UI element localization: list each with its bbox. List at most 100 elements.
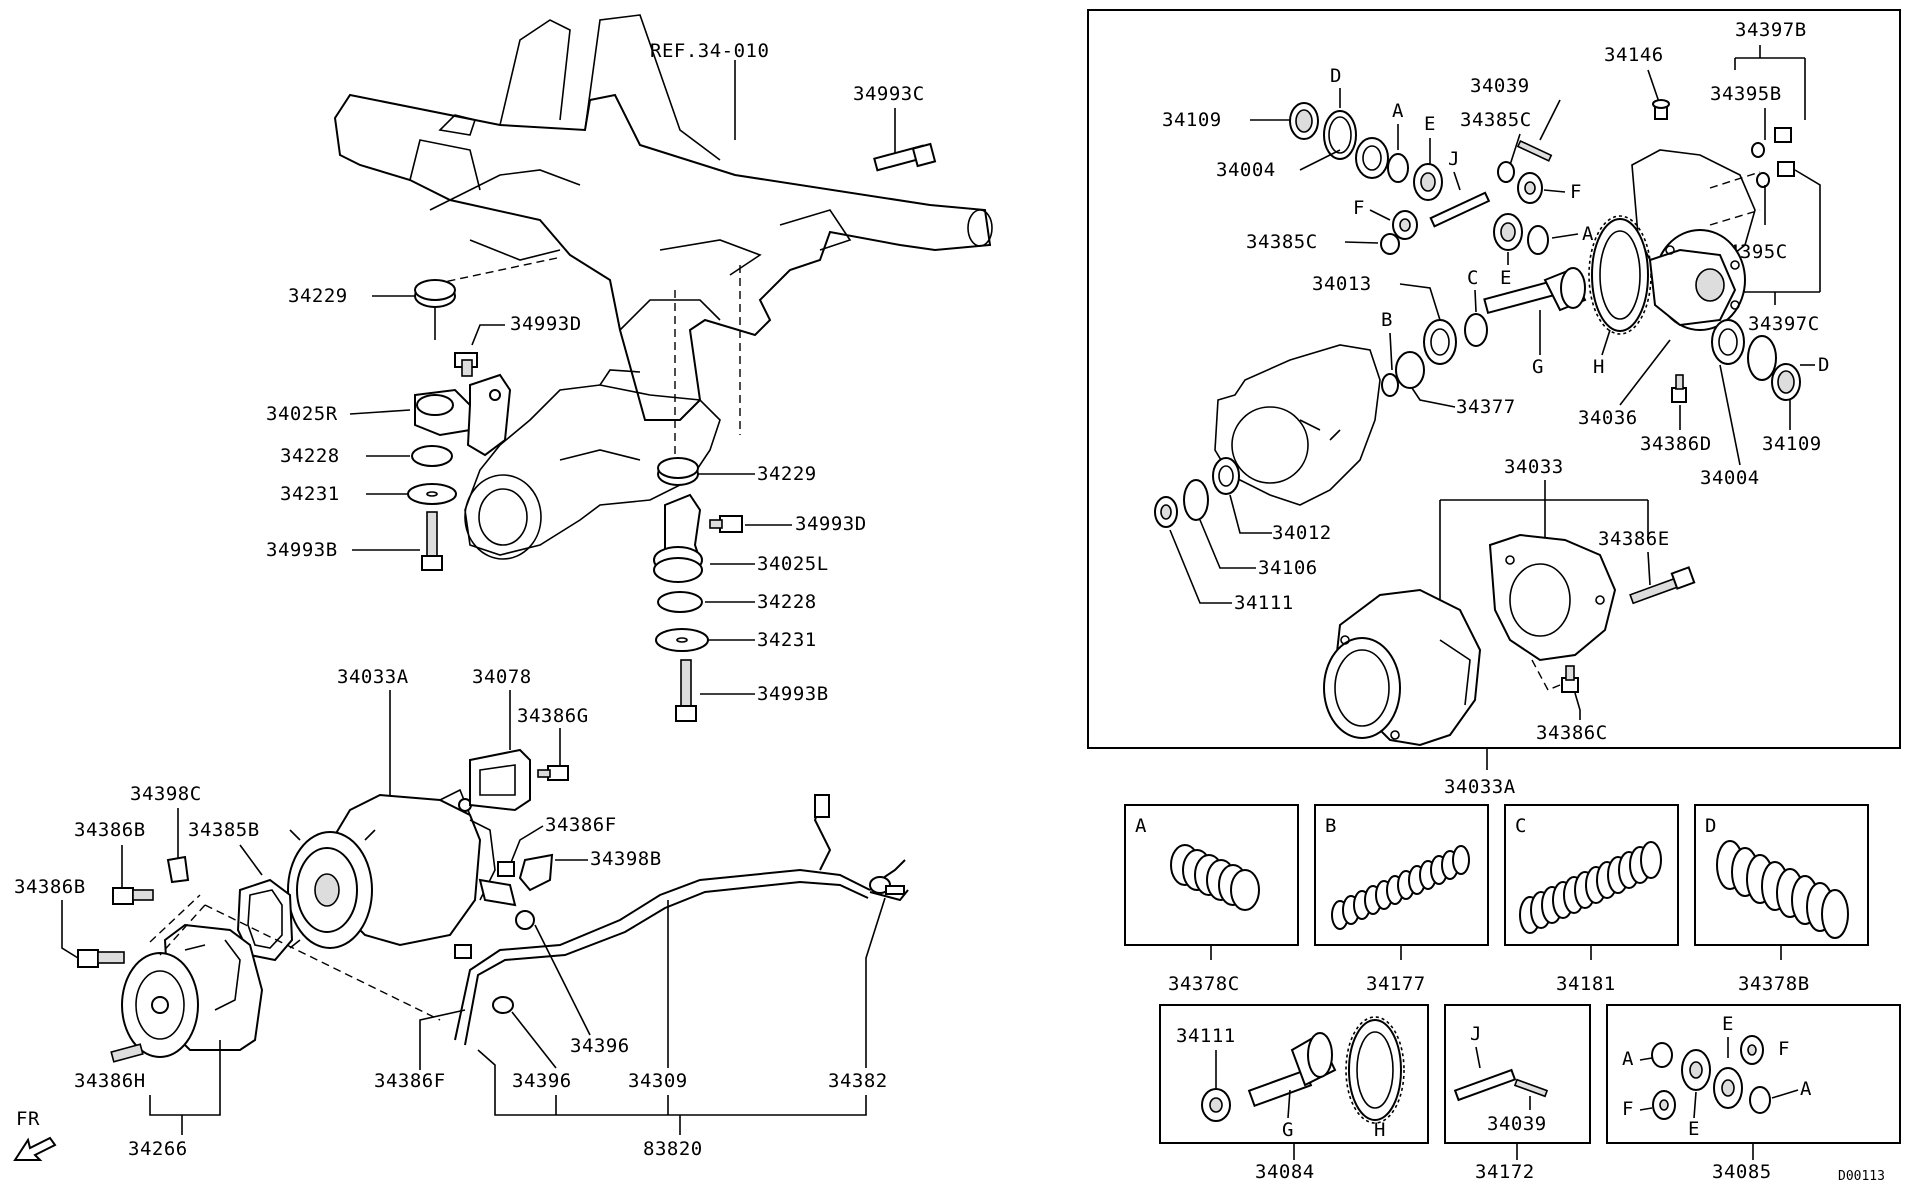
letter-C-a: C	[1467, 267, 1479, 289]
kit-34172-inner-label: 34039	[1487, 1113, 1547, 1135]
shim-stack-B-icon	[1331, 845, 1470, 930]
letter-D-b: D	[1818, 354, 1830, 376]
vent-34146-icon	[1652, 99, 1670, 120]
bolt-34386E-icon	[1629, 566, 1696, 605]
label-34109-a: 34109	[1162, 109, 1222, 131]
label-34012: 34012	[1272, 522, 1332, 544]
kit-34084-inner-label: 34111	[1176, 1025, 1236, 1047]
washer-A-kit-2-icon	[1749, 1086, 1771, 1114]
shim-box-D-letter: D	[1705, 815, 1717, 837]
seal-34109-a-icon	[1289, 102, 1319, 140]
stud-34386H-icon	[110, 1043, 144, 1063]
label-34111: 34111	[1234, 592, 1294, 614]
plug-34395C-icon	[1756, 161, 1795, 188]
carrier-housing-rear-icon	[1488, 533, 1617, 662]
label-34039: 34039	[1470, 75, 1530, 97]
label-34229-a: 34229	[288, 285, 348, 307]
washer-34385C-a-icon	[1380, 233, 1400, 255]
diff-carrier-34033A-icon	[287, 788, 496, 949]
bearing-34013-icon	[1423, 319, 1457, 365]
spacer-34106-icon	[1183, 479, 1209, 521]
bolt-34386C-icon	[1561, 665, 1579, 693]
bolt-34386F-b-icon	[454, 944, 472, 959]
shaft-J-kit-icon	[1453, 1068, 1517, 1102]
kit-34084-letter-H: H	[1374, 1119, 1386, 1141]
pin-34039-icon	[1516, 139, 1553, 162]
shim-box-C-letter: C	[1515, 815, 1527, 837]
shim-box-A: A 34378C	[1124, 804, 1299, 995]
front-arrow-icon	[13, 1136, 57, 1161]
clamp-34398B-icon	[478, 853, 554, 907]
kit-34085-part: 34085	[1712, 1161, 1772, 1183]
orientation-fr-label: FR	[16, 1108, 40, 1130]
label-34993B-b: 34993B	[757, 683, 829, 705]
label-34385B: 34385B	[188, 819, 260, 841]
shim-stack-D-icon	[1716, 840, 1849, 939]
shim-stack-A-icon	[1170, 844, 1260, 911]
kit-34084-letter-G: G	[1282, 1119, 1294, 1141]
label-34228-b: 34228	[757, 591, 817, 613]
pinion-F-a-icon	[1392, 210, 1418, 240]
washer-34385C-b-icon	[1497, 161, 1515, 183]
label-34013: 34013	[1312, 273, 1372, 295]
label-34993B-a: 34993B	[266, 539, 338, 561]
label-34033: 34033	[1504, 456, 1564, 478]
label-34398B: 34398B	[590, 848, 662, 870]
shim-D-a-icon	[1323, 110, 1357, 160]
bracket-34078-icon	[469, 748, 569, 812]
label-34386H: 34386H	[74, 1070, 146, 1092]
shim-D-b-icon	[1747, 335, 1777, 381]
washer-34228-a-icon	[411, 445, 453, 467]
label-ref: REF.34-010	[650, 40, 769, 62]
seal-34109-b-icon	[1771, 363, 1801, 401]
letter-D-a: D	[1330, 65, 1342, 87]
label-34396-b: 34396	[512, 1070, 572, 1092]
label-83820: 83820	[643, 1138, 703, 1160]
bushing-34229-a-icon	[414, 279, 456, 308]
label-34386B-b: 34386B	[14, 876, 86, 898]
bolt-34993B-b-icon	[675, 659, 697, 722]
label-34078: 34078	[472, 666, 532, 688]
letter-E-a: E	[1424, 113, 1436, 135]
bolt-34386F-a-icon	[497, 861, 515, 877]
label-34386G: 34386G	[517, 705, 589, 727]
crossmember-frame	[333, 14, 993, 421]
label-34398C: 34398C	[130, 783, 202, 805]
kit-34085-letter-F-2: F	[1622, 1098, 1634, 1120]
drive-pinion-G-icon	[1483, 267, 1587, 315]
kit-box-34172: J 34039 34172	[1444, 1004, 1591, 1183]
label-34266: 34266	[128, 1138, 188, 1160]
bolt-34386D-icon	[1671, 374, 1687, 403]
label-34309: 34309	[628, 1070, 688, 1092]
rear-diff-housing-ghost	[464, 369, 721, 560]
label-34004-a: 34004	[1216, 159, 1276, 181]
label-34386F-a: 34386F	[545, 814, 617, 836]
kit-box-34085: A E F F E A 34085	[1606, 1004, 1901, 1183]
label-34385C-b: 34385C	[1460, 109, 1532, 131]
diff-cover-34266-icon	[121, 923, 264, 1058]
label-34229-b: 34229	[757, 463, 817, 485]
side-gear-E-a-icon	[1413, 163, 1443, 201]
carrier-ghost-right	[1214, 344, 1381, 506]
diagram-id: D00113	[1838, 1169, 1885, 1184]
bolt-34993B-a-icon	[421, 511, 443, 571]
washer-34228-b-icon	[657, 591, 703, 613]
letter-G-a: G	[1532, 356, 1544, 378]
nut-34111-icon	[1154, 496, 1178, 528]
label-34993C: 34993C	[853, 83, 925, 105]
bearing-34004-b-icon	[1711, 319, 1745, 365]
letter-B-a: B	[1381, 309, 1393, 331]
letter-H-a: H	[1593, 356, 1605, 378]
pinion-G-kit-icon	[1247, 1032, 1337, 1108]
washer-A-a-icon	[1387, 153, 1409, 183]
spacer-34377-icon	[1395, 351, 1425, 389]
pinion-F-kit-1-icon	[1740, 1035, 1764, 1065]
label-34395B: 34395B	[1710, 83, 1782, 105]
ring-gear-H-kit-icon	[1345, 1016, 1405, 1124]
gasket-34385B-icon	[236, 878, 294, 962]
bolt-34386B-b-icon	[77, 949, 125, 968]
label-34231-b: 34231	[757, 629, 817, 651]
label-34382: 34382	[828, 1070, 888, 1092]
